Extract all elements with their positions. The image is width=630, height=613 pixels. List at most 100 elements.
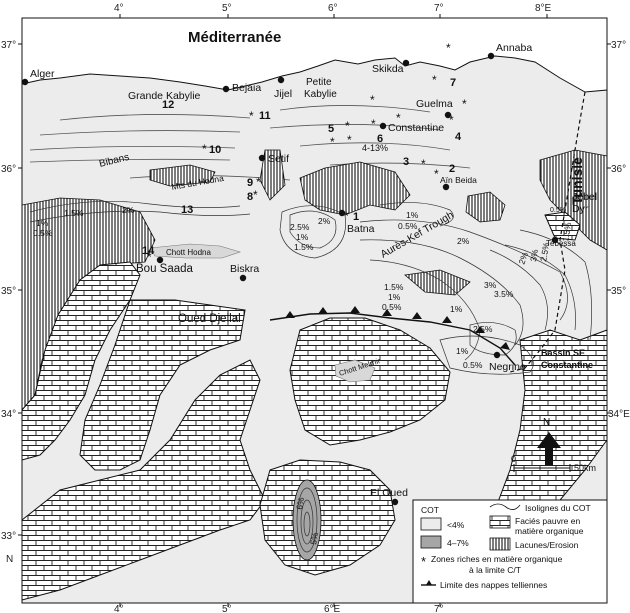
svg-text:*: * xyxy=(249,109,254,123)
svg-text:*: * xyxy=(256,175,261,189)
site-3: 3 xyxy=(403,156,409,168)
label-petite-kabylie-2: Kabylie xyxy=(304,89,337,100)
isoline-labels: 1% 0.5% 1.5% 2% 2.5% 1% 1.5% 2% 1% 0.5% … xyxy=(33,205,573,545)
thrust-line xyxy=(269,312,516,366)
site-12: 12 xyxy=(162,99,174,111)
site-8: 8 xyxy=(247,191,253,203)
label-petite-kabylie-1: Petite xyxy=(306,77,332,88)
top-tick-7: 7° xyxy=(434,3,444,14)
city-tebessa: Tebessa xyxy=(546,239,576,248)
legend-rich-1: Zones riches en matière organique xyxy=(431,554,563,564)
site-2: 2 xyxy=(449,163,455,175)
north-arrow: N xyxy=(537,417,561,465)
site-7: 7 xyxy=(450,77,456,89)
svg-text:*: * xyxy=(371,117,376,131)
erosion-zones xyxy=(21,149,608,412)
bottom-tick-6: 6°E xyxy=(324,604,341,613)
bottom-tick-7: 7° xyxy=(434,604,444,613)
legend-isoline-sample xyxy=(489,503,521,510)
bottom-tick-5: 5° xyxy=(222,604,232,613)
cot-4-7-zone xyxy=(292,479,322,561)
svg-text:*: * xyxy=(370,93,375,107)
iso-lbl-1: 1% xyxy=(36,218,49,228)
iso-lbl-3: 1.5% xyxy=(64,208,84,218)
svg-text:*: * xyxy=(330,135,335,149)
site-5: 5 xyxy=(328,123,334,135)
iso-lbl-15: 3% xyxy=(484,280,497,290)
iso-lbl-8: 2% xyxy=(318,216,331,226)
city-el-oued: El Oued xyxy=(370,487,408,499)
city-biskra: Biskra xyxy=(230,263,259,275)
city-ain-beida: Aïn Beida xyxy=(440,175,477,185)
brick-zones xyxy=(21,211,608,604)
iso-lbl-26: 5% xyxy=(308,531,320,545)
legend-gaps: Lacunes/Erosion xyxy=(515,540,579,550)
legend-swatch-poor xyxy=(489,515,511,529)
legend-asterisk: * xyxy=(421,554,426,569)
tellian-stripes xyxy=(29,105,471,181)
legend-poor-1: Faciés pauvre en xyxy=(515,516,580,526)
city-bejaia: Bejaia xyxy=(232,82,261,94)
right-tick-35: 35° xyxy=(611,286,626,297)
site-extra-label: 4-13% xyxy=(362,143,388,153)
right-ticks: 37° 36° 35° 34°E xyxy=(608,40,630,420)
left-tick-37: 37° xyxy=(1,40,16,51)
top-ticks: 4° 5° 6° 7° 8°E xyxy=(114,3,552,14)
iso-lbl-9: 1% xyxy=(406,210,419,220)
bottom-ticks: 4° 5° 6°E 7° xyxy=(114,604,444,613)
label-grande-kabylie: Grande Kabylie xyxy=(128,90,201,102)
city-oued-djellal: Oued Djellal xyxy=(178,313,241,325)
svg-text:*: * xyxy=(446,41,451,55)
svg-text:*: * xyxy=(202,142,207,156)
city-guelma: Guelma xyxy=(416,98,453,110)
svg-text:*: * xyxy=(421,157,426,171)
svg-text:*: * xyxy=(396,111,401,125)
top-tick-4: 4° xyxy=(114,3,124,14)
city-negrine: Negrine xyxy=(489,361,526,373)
iso-lbl-24: 1% xyxy=(450,304,463,314)
scale-bar: 0 50km xyxy=(511,454,596,473)
left-tick-35: 35° xyxy=(1,286,16,297)
sea-title: Méditerranée xyxy=(188,29,281,46)
label-chott-hodna: Chott Hodna xyxy=(166,248,211,257)
svg-text:*: * xyxy=(432,73,437,87)
legend-swatch-low xyxy=(420,517,442,531)
cot-isolines-south xyxy=(296,487,318,553)
svg-text:*: * xyxy=(344,209,349,223)
legend-low: <4% xyxy=(447,520,465,530)
chott-melrhir-area xyxy=(334,359,376,383)
site-numbers: 1 2 3 4 5 6 7 8 9 10 11 12 13 14 xyxy=(142,77,462,257)
axis-ticks xyxy=(18,14,611,607)
svg-text:*: * xyxy=(462,97,467,111)
site-10: 10 xyxy=(209,144,221,156)
city-jijel: Jijel xyxy=(274,88,292,100)
legend-nappes: Limite des nappes telliennes xyxy=(440,580,547,590)
thrust-teeth xyxy=(285,306,510,350)
legend-swatch-mid xyxy=(420,535,442,549)
iso-lbl-17: 2.5% xyxy=(473,324,493,334)
organic-rich-markers: * * * * * * * * * * * * * * * * * * xyxy=(147,41,467,264)
site-9: 9 xyxy=(247,177,253,189)
site-6: 6 xyxy=(377,133,383,145)
site-13: 13 xyxy=(181,204,193,216)
left-tick-36: 36° xyxy=(1,164,16,175)
scale-50km: 50km xyxy=(574,463,596,473)
chott-hodna-area xyxy=(149,243,241,259)
city-jebel: Jebel xyxy=(572,191,597,203)
right-tick-37: 37° xyxy=(611,40,626,51)
svg-text:*: * xyxy=(434,167,439,181)
svg-text:*: * xyxy=(347,133,352,147)
legend-poor-2: matière organique xyxy=(515,526,584,536)
iso-lbl-12: 1% xyxy=(388,292,401,302)
legend-rich-2: à la limite C/T xyxy=(469,565,521,575)
left-ticks: 37° 36° 35° 34° 33° N xyxy=(1,40,16,565)
iso-lbl-22: 1.5% xyxy=(560,221,573,242)
left-tick-34: 34° xyxy=(1,409,16,420)
mediterranean-sea xyxy=(21,17,608,93)
city-bou-saada: Bou Saada xyxy=(136,263,194,275)
site-1: 1 xyxy=(353,211,359,223)
site-11: 11 xyxy=(259,110,271,122)
city-annaba: Annaba xyxy=(496,42,532,54)
right-tick-34: 34°E xyxy=(608,409,630,420)
